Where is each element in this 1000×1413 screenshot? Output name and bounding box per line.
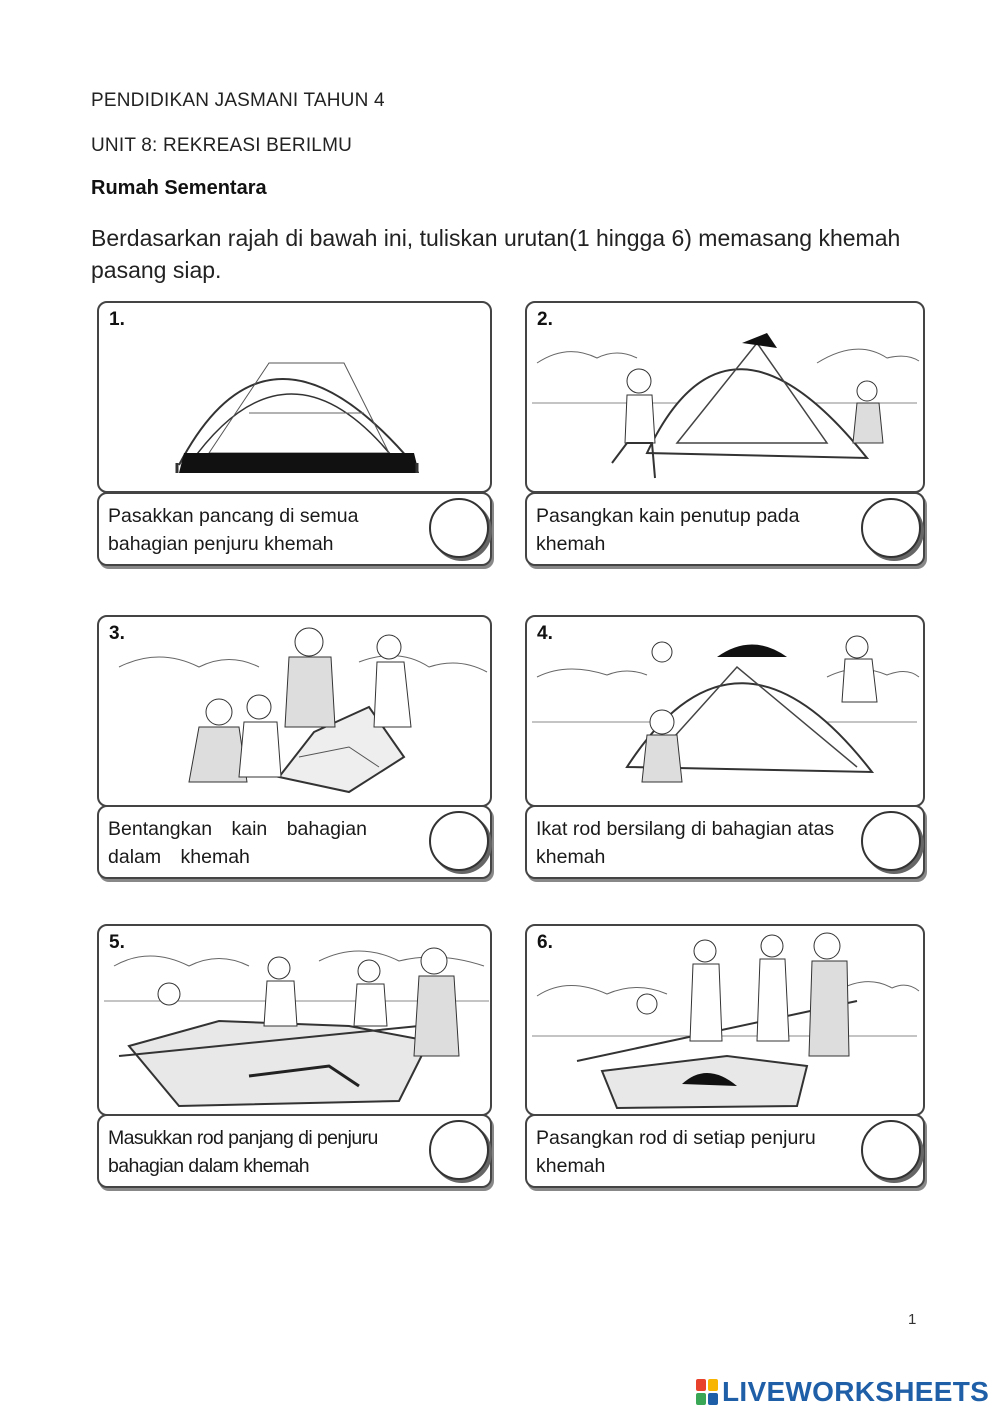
tent-frame-drawing — [175, 362, 419, 473]
unit-heading: UNIT 8: REKREASI BERILMU — [91, 135, 353, 156]
answer-circle-3[interactable] — [429, 811, 489, 871]
panel-number: 6. — [537, 932, 553, 953]
instruction-text: Berdasarkan rajah di bawah ini, tuliskan… — [91, 225, 901, 283]
panel-6-caption: Pasangkan rod di setiap penjuru khemah — [536, 1127, 816, 1177]
worksheet-title: Rumah Sementara — [91, 177, 267, 199]
panel-4-illustration: 4. — [525, 615, 925, 807]
panel-number: 1. — [109, 309, 125, 330]
logo-square-yellow — [708, 1379, 718, 1391]
panel-6-illustration: 6. — [525, 924, 925, 1116]
logo-square-green — [696, 1393, 706, 1405]
attaching-rods-drawing — [532, 932, 920, 1110]
panel-number: 4. — [537, 623, 553, 644]
panel-1-caption-box: Pasakkan pancang di semua bahagian penju… — [97, 492, 492, 566]
page-number: 1 — [908, 1311, 917, 1328]
panel-3-caption-box: Bentangkan kain bahagian dalam khemah — [97, 805, 492, 879]
panel-number: 3. — [109, 623, 125, 644]
panel-5-illustration: 5. — [97, 924, 492, 1116]
panel-6-caption-box: Pasangkan rod di setiap penjuru khemah — [525, 1114, 925, 1188]
subject-heading: PENDIDIKAN JASMANI TAHUN 4 — [91, 90, 385, 111]
panel-number: 2. — [537, 309, 553, 330]
panel-4-caption-box: Ikat rod bersilang di bahagian atas khem… — [525, 805, 925, 879]
answer-circle-5[interactable] — [429, 1120, 489, 1180]
panel-3-illustration: 3. — [97, 615, 492, 807]
logo-square-blue — [708, 1393, 718, 1405]
panel-4-caption: Ikat rod bersilang di bahagian atas khem… — [536, 818, 835, 868]
panel-2-illustration: 2. — [525, 301, 925, 493]
panel-5-caption: Masukkan rod panjang di penjuru bahagian… — [108, 1127, 378, 1177]
answer-circle-1[interactable] — [429, 498, 489, 558]
answer-circle-2[interactable] — [861, 498, 921, 558]
panel-number: 5. — [109, 932, 125, 953]
answer-circle-4[interactable] — [861, 811, 921, 871]
inserting-rods-drawing — [104, 947, 489, 1108]
tying-rods-drawing — [532, 635, 920, 783]
panel-3-caption: Bentangkan kain bahagian dalam khemah — [108, 818, 367, 868]
liveworksheets-logo-icon — [696, 1379, 718, 1405]
panel-1-caption: Pasakkan pancang di semua bahagian penju… — [108, 505, 359, 555]
panel-1-illustration: 1. — [97, 301, 492, 493]
liveworksheets-logo[interactable]: LIVEWORKSHEETS — [696, 1376, 989, 1408]
tent-cover-drawing — [532, 333, 920, 479]
brand-name: LIVEWORKSHEETS — [722, 1376, 990, 1407]
logo-square-red — [696, 1379, 706, 1391]
panel-5-caption-box: Masukkan rod panjang di penjuru bahagian… — [97, 1114, 492, 1188]
answer-circle-6[interactable] — [861, 1120, 921, 1180]
panel-2-caption-box: Pasangkan kain penutup pada khemah — [525, 492, 925, 566]
spreading-tent-drawing — [118, 627, 488, 794]
panel-2-caption: Pasangkan kain penutup pada khemah — [536, 505, 800, 555]
